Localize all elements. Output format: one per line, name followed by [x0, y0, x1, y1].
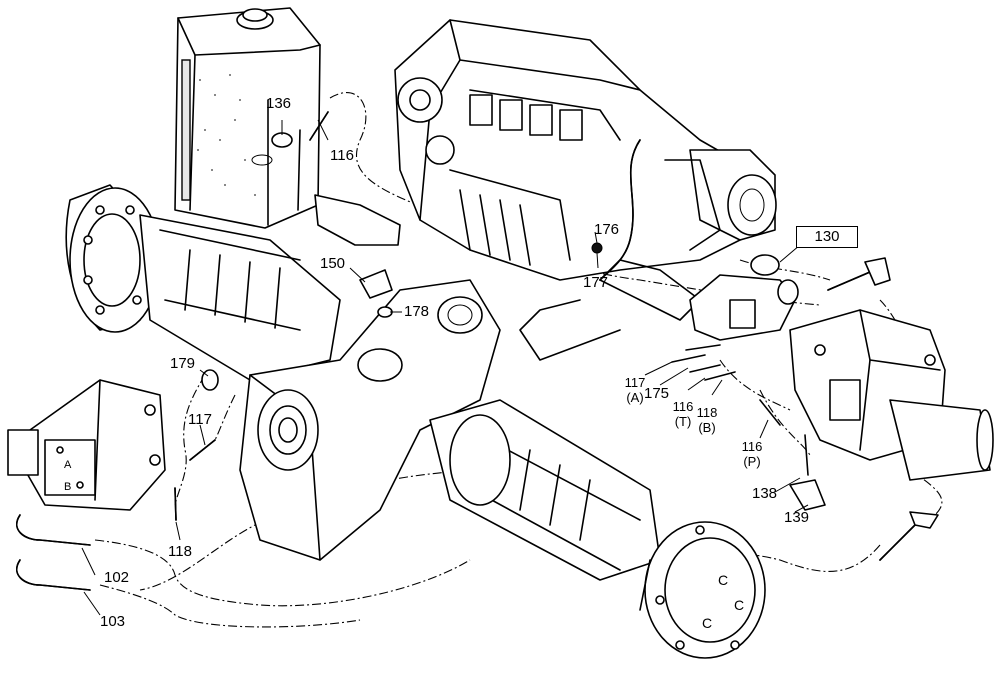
control-valve [689, 254, 799, 341]
callout-130-box: 130 [796, 226, 858, 248]
engine [394, 19, 777, 361]
pump-port-a: A [64, 459, 72, 471]
callout-118-left: 118 [168, 543, 192, 560]
callout-139: 139 [784, 509, 810, 526]
pump-port-b: B [64, 481, 71, 493]
callout-175: 175 [644, 385, 670, 402]
hydraulic-tank [174, 7, 321, 229]
callout-179: 179 [170, 355, 196, 372]
callout-116-top: 116 [330, 147, 354, 164]
callout-116-t: 116 (T) [668, 400, 698, 428]
callout-117-left: 117 [188, 411, 212, 428]
callout-116-t-sub: (T) [674, 414, 692, 429]
callout-117-a-number: 117 [624, 375, 646, 390]
hydraulic-pump [789, 309, 994, 481]
callout-176: 176 [594, 221, 620, 238]
axle-assembly [65, 184, 766, 659]
callout-103: 103 [100, 613, 126, 630]
callout-136: 136 [266, 95, 292, 112]
callout-118-b-sub: (B) [698, 420, 716, 435]
callout-116-p: 116 (P) [736, 440, 768, 468]
callout-150: 150 [320, 255, 346, 272]
callout-117-a: 117 (A) [620, 376, 650, 404]
leader-lines [81, 119, 809, 616]
callout-116-t-number: 116 [672, 399, 694, 414]
hub-label-1: C [718, 572, 728, 588]
callout-117-a-sub: (A) [626, 390, 644, 405]
hoses-and-fittings [16, 111, 939, 591]
hub-label-2: C [734, 597, 744, 613]
callout-102: 102 [104, 569, 130, 586]
callout-118-b: 118 (B) [692, 406, 722, 434]
hub-label-3: C [702, 615, 712, 631]
callout-178: 178 [404, 303, 430, 320]
hydrostatic-motor [7, 379, 166, 511]
callout-138: 138 [752, 485, 778, 502]
callout-116-p-sub: (P) [743, 454, 761, 469]
callout-118-b-number: 118 [696, 405, 718, 420]
callout-177: 177 [583, 274, 609, 291]
callout-116-p-number: 116 [741, 439, 763, 454]
